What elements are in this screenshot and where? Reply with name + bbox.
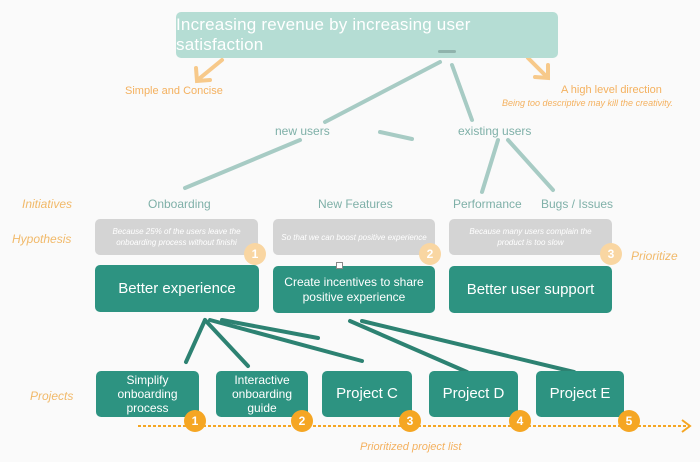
project-rank-badge: 1 bbox=[184, 410, 206, 432]
label-hypothesis: Hypothesis bbox=[12, 232, 72, 246]
project-rank-badge: 4 bbox=[509, 410, 531, 432]
axis-label: Prioritized project list bbox=[360, 441, 462, 453]
label-projects: Projects bbox=[30, 389, 74, 403]
branch-new-users: new users bbox=[275, 124, 330, 138]
hypothesis-text: Because 25% of the users leave the onboa… bbox=[112, 227, 241, 247]
note-simple: Simple and Concise bbox=[125, 85, 223, 97]
project-label: Project C bbox=[336, 385, 398, 402]
hypothesis-rank-badge: 2 bbox=[419, 243, 441, 265]
initiative-box-label: Better experience bbox=[118, 280, 236, 297]
initiative-box-label: Create incentives to share positive expe… bbox=[284, 274, 424, 304]
title-underline bbox=[438, 50, 456, 53]
note-creativity: Being too descriptive may kill the creat… bbox=[502, 98, 673, 108]
hypothesis-card[interactable]: Because 25% of the users leave the onboa… bbox=[95, 219, 258, 255]
selection-handle[interactable] bbox=[336, 262, 343, 269]
right-note-arrow bbox=[526, 56, 550, 81]
initiative-onboarding: Onboarding bbox=[148, 197, 211, 211]
project-links bbox=[184, 318, 576, 374]
project-label: Project E bbox=[549, 385, 611, 402]
hypothesis-text: So that we can boost positive experience bbox=[281, 232, 427, 242]
project-box[interactable]: Interactive onboarding guide bbox=[216, 371, 308, 417]
project-box[interactable]: Simplify onboarding process bbox=[96, 371, 199, 417]
initiative-new-features: New Features bbox=[318, 197, 393, 211]
initiative-box-user-support[interactable]: Better user support bbox=[449, 266, 612, 313]
branch-existing-users: existing users bbox=[458, 124, 532, 138]
hypothesis-rank-badge: 3 bbox=[600, 243, 622, 265]
project-rank-badge: 2 bbox=[291, 410, 313, 432]
left-note-arrow bbox=[194, 58, 224, 84]
project-rank-badge: 3 bbox=[399, 410, 421, 432]
note-high-level: A high level direction bbox=[561, 84, 662, 96]
hypothesis-card[interactable]: So that we can boost positive experience bbox=[273, 219, 435, 255]
initiative-box-incentives[interactable]: Create incentives to share positive expe… bbox=[273, 266, 435, 313]
project-label: Simplify onboarding process bbox=[117, 373, 178, 415]
hypothesis-card[interactable]: Because many users complain the product … bbox=[449, 219, 612, 255]
goal-title-box[interactable]: Increasing revenue by increasing user sa… bbox=[176, 12, 558, 58]
project-label: Project D bbox=[442, 385, 505, 402]
initiative-box-label: Better user support bbox=[466, 281, 595, 298]
hypothesis-rank-badge: 1 bbox=[244, 243, 266, 265]
project-rank-badge: 5 bbox=[618, 410, 640, 432]
label-initiatives: Initiatives bbox=[22, 197, 73, 211]
goal-title: Increasing revenue by increasing user sa… bbox=[176, 15, 471, 54]
initiative-box-better-experience[interactable]: Better experience bbox=[95, 265, 259, 312]
initiative-performance: Performance bbox=[453, 197, 522, 211]
project-box[interactable]: Project E bbox=[536, 371, 624, 417]
project-label: Interactive onboarding guide bbox=[231, 373, 293, 415]
initiative-bugs-issues: Bugs / Issues bbox=[541, 197, 614, 211]
label-prioritize: Prioritize bbox=[631, 249, 678, 263]
hypothesis-text: Because many users complain the product … bbox=[469, 227, 592, 247]
tree-lines bbox=[183, 60, 555, 194]
project-box[interactable]: Project C bbox=[322, 371, 412, 417]
project-box[interactable]: Project D bbox=[429, 371, 518, 417]
